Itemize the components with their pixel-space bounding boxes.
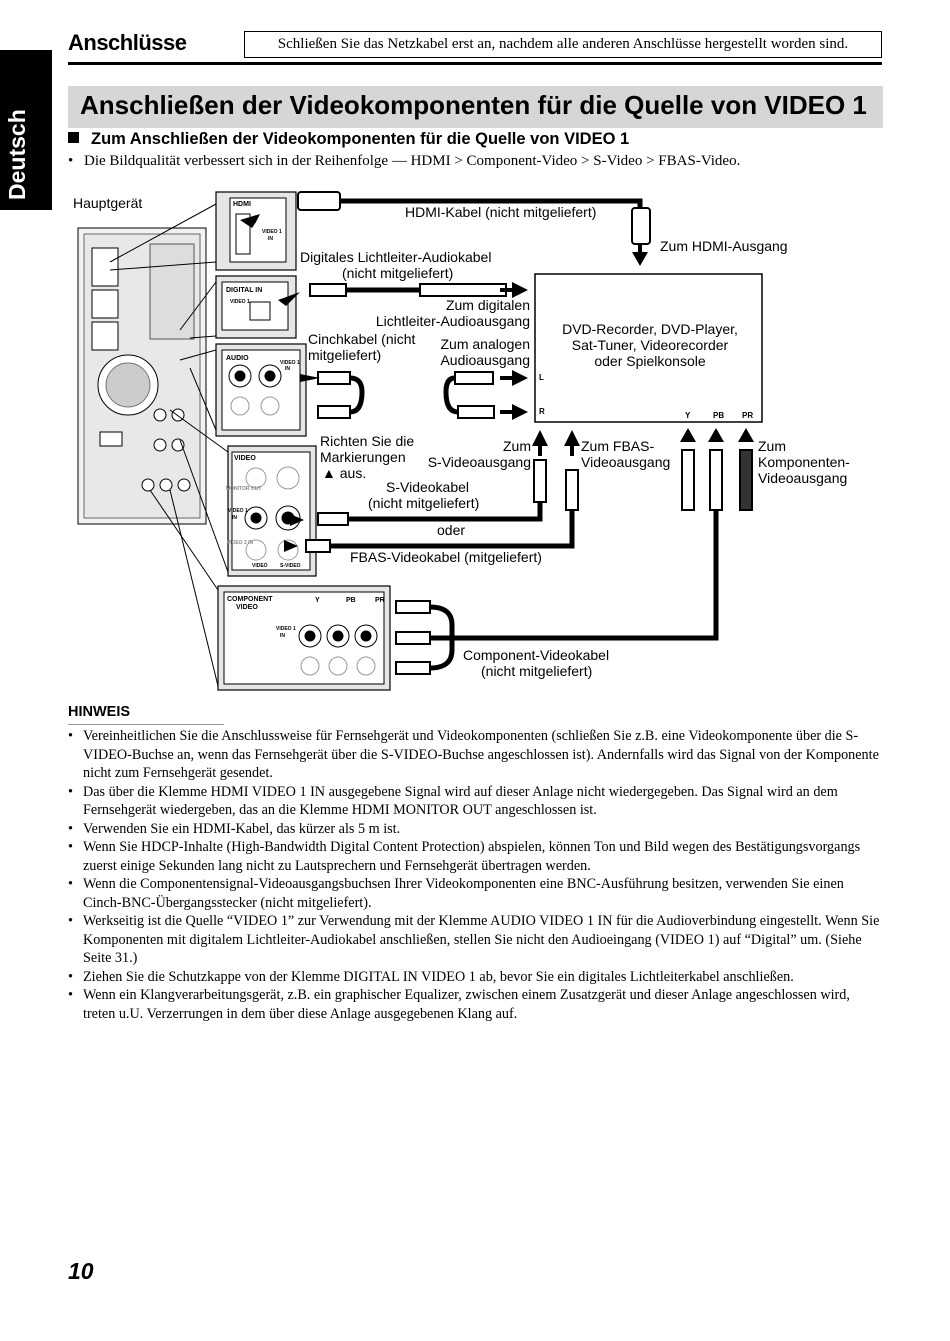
svideo-cable-label-1: S-Videokabel [386,479,469,495]
note-item: Wenn die Componentensignal-Videoausgangs… [66,875,884,912]
comp-cable-label-2: (nicht mitgeliefert) [481,663,592,679]
jack-comp-pr: PR [375,597,385,604]
square-bullet-icon [68,132,79,143]
language-tab: Deutsch [0,50,52,210]
to-comp-label-1: Zum [758,438,786,454]
jack-monitor-out: MONITOR OUT [226,486,261,492]
cables [327,198,719,671]
note-item: Das über die Klemme HDMI VIDEO 1 IN ausg… [66,783,884,820]
jack-video-label: VIDEO [234,455,256,462]
hinweis-rule [68,724,224,725]
rca-cable-left [347,375,365,415]
jack-video-in: IN [232,515,237,521]
main-unit-label: Hauptgerät [73,195,142,211]
subheading: Zum Anschließen der Videokomponenten für… [68,130,629,149]
jack-comp-in: IN [280,633,285,639]
svideo-cable-label-2: (nicht mitgeliefert) [368,495,479,511]
to-fbas-label-2: Videoausgang [581,454,670,470]
marks-label-1: Richten Sie die [320,433,414,449]
jack-hdmi-label: HDMI [233,201,251,208]
to-hdmi-out-label: Zum HDMI-Ausgang [660,238,788,254]
connection-diagram: Hauptgerät [73,191,850,691]
jack-audio-label: AUDIO [226,355,249,362]
note-item: Wenn ein Klangverarbeitungsgerät, z.B. e… [66,986,884,1023]
device-pb-label: PB [713,411,724,420]
hinweis-title: HINWEIS [68,704,131,720]
jack-audio-video1: VIDEO 1 [280,360,300,366]
fbas-cable-line [327,507,575,549]
jack-digital-video1: VIDEO 1 [230,299,250,305]
to-analog-label-1: Zum analogen [440,336,530,352]
intro-bullet-text: Die Bildqualität verbessert sich in der … [84,153,741,169]
arrow-stems [500,244,642,456]
device-label-line2: Sat-Tuner, Videorecorder [572,337,729,353]
jack-video-video1: VIDEO 1 [228,508,248,514]
rca-cable-label-1: Cinchkabel (nicht [308,331,415,347]
fbas-cable-label: FBAS-Videokabel (mitgeliefert) [350,549,542,565]
to-comp-label-2: Komponenten- [758,454,850,470]
page-number: 10 [68,1258,94,1284]
arrows [240,210,754,552]
jack-hdmi-video1: VIDEO 1 [262,229,282,235]
source-device-box [534,273,763,423]
callout-leaders [109,203,229,687]
main-unit-illustration [77,227,207,525]
plugs [297,191,753,675]
header-note: Schließen Sie das Netzkabel erst an, nac… [244,31,882,58]
jack-component-label: COMPONENT [227,596,273,603]
note-item: Vereinheitlichen Sie die Anschlussweise … [66,727,884,783]
header-rule [68,62,882,65]
jack-video-bottom: VIDEO [252,563,268,569]
marks-label-2: Markierungen [320,449,406,465]
jack-comp-y: Y [315,597,320,604]
device-y-label: Y [685,411,691,420]
rca-cable-right [443,375,461,415]
note-item: Verwenden Sie ein HDMI-Kabel, das kürzer… [66,820,884,839]
to-optical-label-1: Zum digitalen [446,297,530,313]
jack-video2-in: VIDEO 2 IN [227,540,254,546]
hdmi-cable-label: HDMI-Kabel (nicht mitgeliefert) [405,204,596,220]
intro-bullet: •Die Bildqualität verbessert sich in der… [68,153,741,169]
jack-comp-pb: PB [346,597,356,604]
jack-hdmi-in: IN [268,236,273,242]
to-svideo-label-1: Zum [503,438,531,454]
to-comp-label-3: Videoausgang [758,470,847,486]
to-analog-label-2: Audioausgang [440,352,530,368]
to-fbas-label-1: Zum FBAS- [581,438,654,454]
marks-label-3: ▲ aus. [322,465,366,481]
svideo-cable-line [345,499,543,522]
notes-list: Vereinheitlichen Sie die Anschlussweise … [66,727,884,1023]
device-r-label: R [539,407,545,416]
oder-label: oder [437,522,465,538]
jack-svideo-bottom: S-VIDEO [280,563,301,569]
to-svideo-label-2: S-Videoausgang [428,454,531,470]
title-bar: Anschließen der Videokomponenten für die… [68,86,883,128]
jack-component-video: VIDEO [236,604,258,611]
optical-cable-label-2: (nicht mitgeliefert) [342,265,453,281]
jack-digital-in-label: DIGITAL IN [226,287,262,294]
comp-cable-label-1: Component-Videokabel [463,647,609,663]
device-label-line1: DVD-Recorder, DVD-Player, [562,321,738,337]
rca-cable-label-2: mitgeliefert) [308,347,381,363]
device-pr-label: PR [742,411,753,420]
section-label: Anschlüsse [68,30,187,55]
device-label-line3: oder Spielkonsole [594,353,706,369]
note-item: Ziehen Sie die Schutzkappe von der Klemm… [66,968,884,987]
note-item: Wenn Sie HDCP-Inhalte (High-Bandwidth Di… [66,838,884,875]
subheading-text: Zum Anschließen der Videokomponenten für… [91,130,630,148]
jack-comp-video1: VIDEO 1 [276,626,296,632]
device-l-label: L [539,373,544,382]
page-title: Anschließen der Videokomponenten für die… [80,90,867,120]
to-optical-label-2: Lichtleiter-Audioausgang [376,313,530,329]
hdmi-cable-line [337,198,643,211]
optical-cable-label-1: Digitales Lichtleiter-Audiokabel [300,249,491,265]
note-item: Werkseitig ist die Quelle “VIDEO 1” zur … [66,912,884,968]
jack-audio-in: IN [285,366,290,372]
